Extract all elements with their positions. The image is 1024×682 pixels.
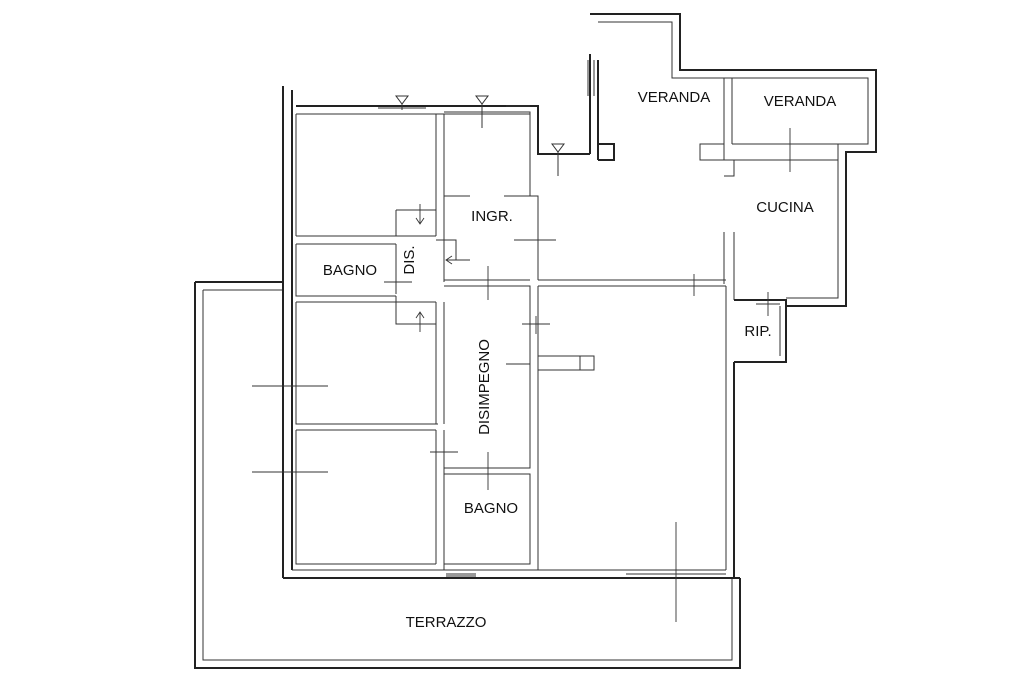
radiator-symbols: [378, 95, 565, 176]
room-label-veranda-right: VERANDA: [764, 93, 837, 110]
veranda-walls: [587, 13, 877, 307]
room-label-cucina: CUCINA: [756, 199, 814, 216]
axis-markers: [252, 128, 791, 622]
room-label-dis: DIS.: [401, 245, 418, 274]
room-label-terrazzo: TERRAZZO: [406, 614, 487, 631]
room-label-bagno-center: BAGNO: [464, 500, 518, 517]
room-label-ingresso: INGR.: [471, 208, 513, 225]
room-label-veranda-left: VERANDA: [638, 89, 711, 106]
room-label-rip: RIP.: [744, 323, 771, 340]
exterior-walls: [282, 86, 740, 579]
storage-walls: [734, 299, 787, 363]
room-label-disimpegno: DISIMPEGNO: [476, 339, 493, 435]
terrace-outline: [194, 281, 741, 669]
room-label-bagno-left: BAGNO: [323, 262, 377, 279]
interior-walls: [295, 111, 726, 577]
